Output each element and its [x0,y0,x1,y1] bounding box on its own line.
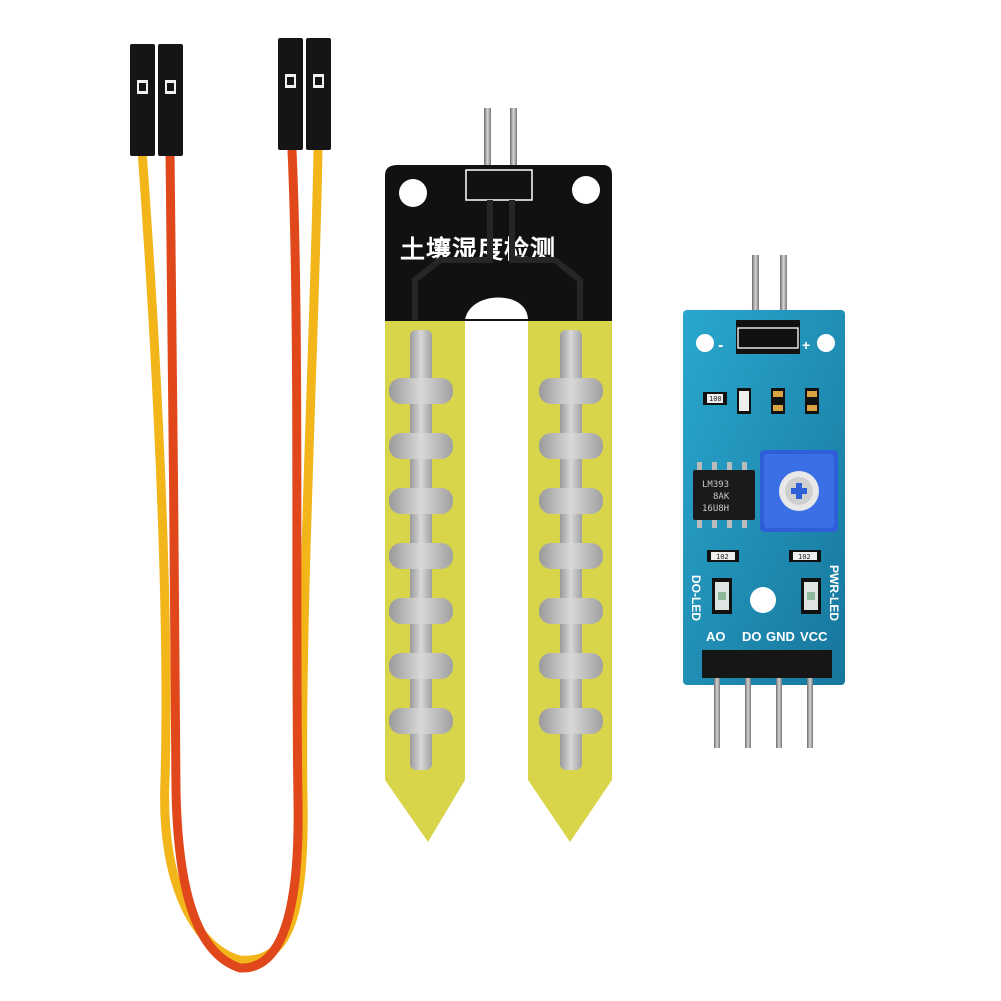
pwr-led-label: PWR-LED [827,565,841,621]
sensor-module: - + 100 LM393 8 [683,255,845,748]
dupont-connector-left-2 [158,44,183,156]
potentiometer [760,450,838,532]
probe-mount-hole-left [399,179,427,207]
pin-label-do: DO [742,629,762,644]
left-electrode-pad [389,433,453,459]
right-electrode-pad [539,543,603,569]
chip-label-line1: LM393 [702,480,729,490]
right-electrode-pad [539,488,603,514]
left-electrode-pad [389,378,453,404]
smd-resistor-code-3: 102 [798,553,811,561]
status-leds [712,578,821,614]
smd-resistor-code-1: 100 [709,395,722,403]
pin-label-gnd: GND [766,629,795,644]
right-electrode-pad [539,598,603,624]
dupont-connector-left-1 [130,44,155,156]
chip-label-line2: 8AK [713,492,730,502]
left-electrode-pad [389,598,453,624]
left-electrode-pad [389,708,453,734]
probe-black-head [385,165,612,320]
module-plus-mark: + [802,337,810,353]
do-led-label: DO-LED [689,575,703,621]
right-electrode-pad [539,433,603,459]
pin-label-vcc: VCC [800,629,828,644]
smd-resistor-code-2: 102 [716,553,729,561]
dupont-connector-right-1 [278,38,303,150]
led-resistors: 102 102 [707,550,821,562]
chip-label-line3: 16U8H [702,504,729,514]
right-electrode-pad [539,708,603,734]
probe-left-electrode [389,330,453,770]
module-output-header [702,650,832,748]
dupont-connector-right-2 [306,38,331,150]
left-electrode-pad [389,543,453,569]
orange-wire [165,145,303,973]
lm393-chip: LM393 8AK 16U8H [693,462,755,528]
jumper-wires [130,38,331,973]
yellow-wire [137,145,323,965]
smd-row: 100 [703,388,819,414]
probe-right-electrode [539,330,603,770]
right-electrode-pad [539,378,603,404]
probe-mount-hole-right [572,176,600,204]
module-power-pins [752,255,787,335]
right-electrode-pad [539,653,603,679]
left-electrode-pad [389,488,453,514]
pin-label-ao: AO [706,629,726,644]
module-minus-mark: - [718,337,723,354]
left-electrode-pad [389,653,453,679]
soil-moisture-probe: 土壤湿度检测 [385,108,612,842]
